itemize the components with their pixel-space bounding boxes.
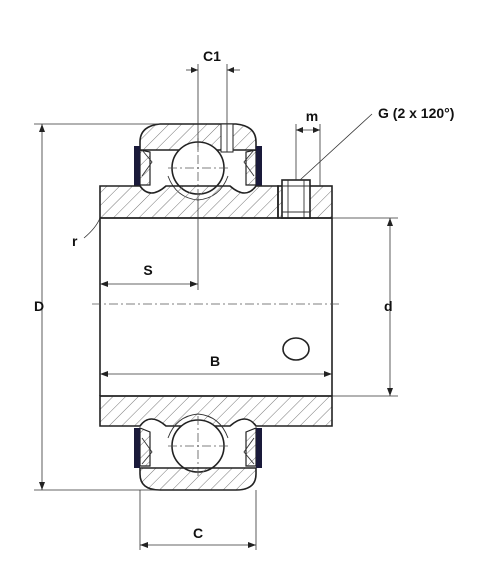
label-c1: C1 (203, 48, 221, 64)
seal-bottom-left (134, 428, 153, 468)
label-d-outer: D (34, 298, 44, 314)
dim-b: B (100, 353, 332, 377)
dim-d-bore: d (332, 217, 398, 397)
label-g: G (2 x 120°) (378, 105, 454, 121)
label-d-bore: d (384, 298, 393, 314)
label-b: B (210, 353, 220, 369)
inner-ring-bottom (99, 395, 333, 427)
dim-c: C (139, 490, 257, 550)
bore (92, 217, 340, 397)
ball-bottom (167, 413, 229, 476)
label-r: r (72, 233, 78, 249)
dim-r: r (72, 217, 101, 249)
label-m: m (306, 108, 318, 124)
dim-g: G (2 x 120°) (299, 105, 454, 181)
grub-screw (281, 179, 311, 219)
seal-bottom-right (243, 428, 262, 468)
dim-s: S (100, 198, 199, 290)
screw-hole-circle (282, 337, 310, 361)
seal-top-left (134, 146, 153, 186)
dim-d-outer: D (34, 123, 160, 491)
label-s: S (143, 262, 152, 278)
dim-c1: C1 (186, 48, 240, 150)
seal-top-right (243, 146, 262, 186)
lubrication-hole-top (220, 123, 234, 153)
label-c: C (193, 525, 203, 541)
dim-m: m (295, 108, 321, 186)
